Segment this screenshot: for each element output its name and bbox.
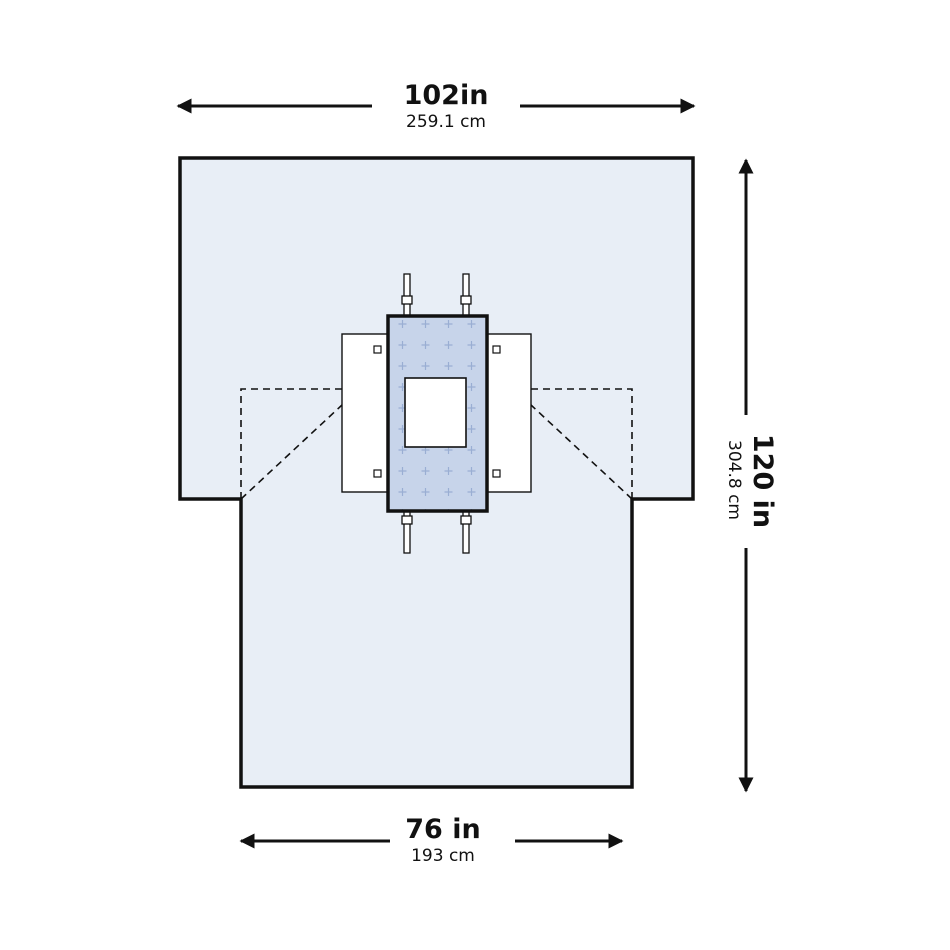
right-dimension-inches: 120 in <box>747 434 778 528</box>
wing-clips <box>373 345 501 478</box>
bottom-dimension-cm: 193 cm <box>411 846 475 866</box>
fold-line-left <box>240 388 343 500</box>
right-dimension-cm: 304.8 cm <box>724 440 744 520</box>
right-wing-flap <box>486 333 532 493</box>
tube-holder-straps <box>401 273 472 554</box>
left-wing-flap <box>341 333 389 493</box>
top-dimension-inches: 102in <box>404 80 489 111</box>
fenestration-panel-border <box>386 314 489 513</box>
bottom-dimension-inches: 76 in <box>405 814 480 845</box>
fold-line-right <box>530 388 633 500</box>
fenestration-opening <box>404 377 467 448</box>
top-dimension-cm: 259.1 cm <box>406 112 486 132</box>
